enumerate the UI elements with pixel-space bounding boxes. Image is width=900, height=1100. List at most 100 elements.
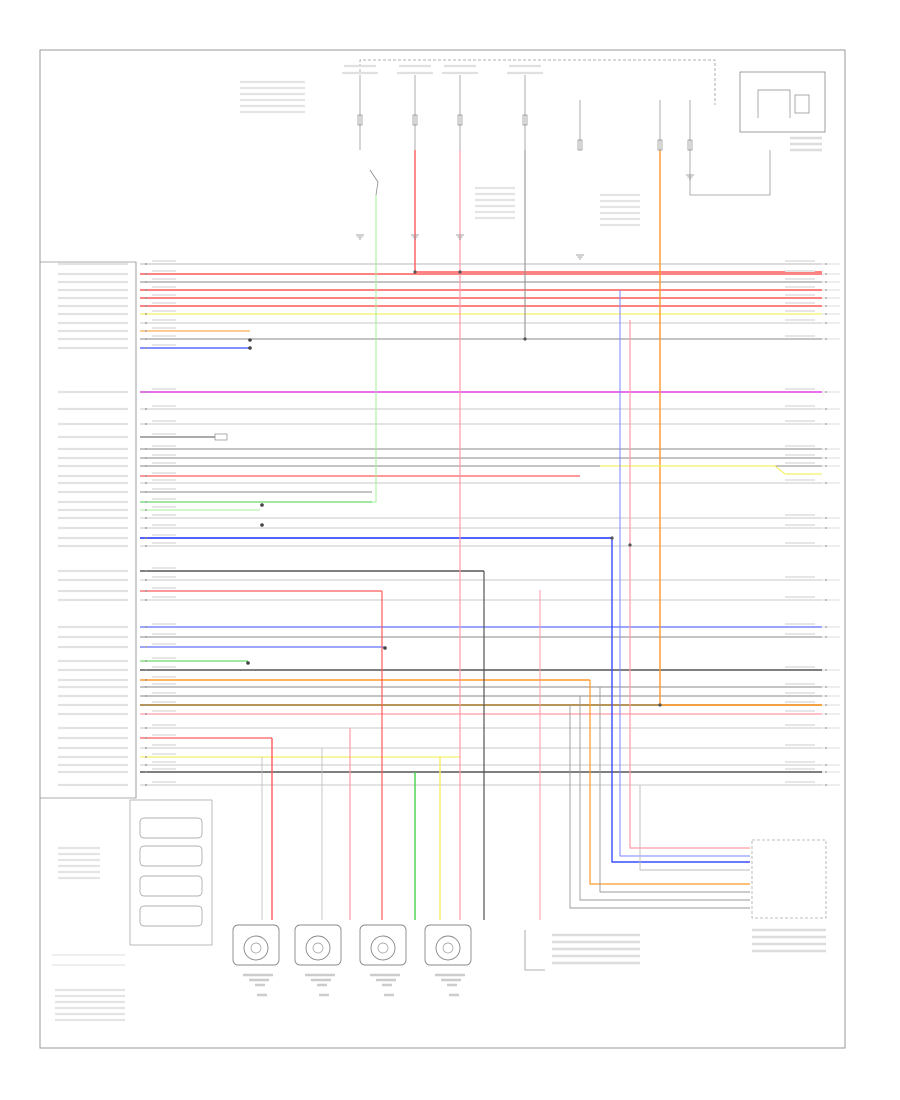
pin-dot	[145, 391, 147, 393]
terminal-dot	[825, 545, 827, 547]
module-link-wire	[611, 538, 750, 863]
connector-bracket	[524, 930, 545, 971]
pin-dot	[145, 465, 147, 467]
fuse-icon	[357, 114, 363, 126]
sensor-body	[232, 924, 280, 966]
fuse-icon	[412, 114, 418, 126]
switch-button	[139, 905, 203, 927]
control-module-box	[39, 261, 137, 799]
splice-dot	[413, 270, 417, 274]
terminal-dot	[825, 727, 827, 729]
pin-dot	[145, 436, 147, 438]
fuse-icon	[522, 114, 528, 126]
diagram-frame	[39, 49, 846, 1049]
terminal-dot	[825, 764, 827, 766]
pin-dot	[145, 626, 147, 628]
pin-dot	[145, 517, 147, 519]
terminal-dot	[825, 322, 827, 324]
module-link-wire	[619, 290, 750, 857]
sensor-core	[377, 942, 389, 954]
terminal-dot	[825, 599, 827, 601]
pin-dot	[145, 457, 147, 459]
switch-button	[139, 875, 203, 897]
terminal-dot	[825, 289, 827, 291]
terminal-dot	[825, 771, 827, 773]
fuse-icon	[457, 114, 463, 126]
terminal-dot	[825, 686, 827, 688]
pin-dot	[145, 579, 147, 581]
ground-symbol	[456, 234, 464, 240]
pin-dot	[145, 482, 147, 484]
pin-dot	[145, 322, 147, 324]
wire-layer	[140, 59, 840, 920]
terminal-dot	[825, 338, 827, 340]
pin-dot	[145, 289, 147, 291]
pin-dot	[145, 570, 147, 572]
pin-dot	[145, 686, 147, 688]
sensor-core	[442, 942, 454, 954]
splice-dot	[610, 536, 614, 540]
terminal-dot	[825, 704, 827, 706]
pin-dot	[145, 263, 147, 265]
pin-dot	[145, 764, 147, 766]
component-layer	[39, 71, 827, 997]
step-wire	[600, 465, 822, 475]
pin-dot	[145, 599, 147, 601]
fuse-icon	[577, 139, 583, 151]
terminal-dot	[825, 281, 827, 283]
ground-symbol	[576, 254, 584, 260]
pin-dot	[145, 408, 147, 410]
pin-dot	[145, 305, 147, 307]
label-layer	[55, 64, 815, 1022]
terminal-dot	[825, 527, 827, 529]
sensor-core	[250, 942, 262, 954]
terminal-dot	[825, 784, 827, 786]
connector-marker	[248, 346, 252, 350]
sensor-coil	[435, 935, 461, 961]
pin-dot	[145, 737, 147, 739]
connector-marker	[260, 523, 264, 527]
splice-dot	[458, 270, 462, 274]
terminal-dot	[825, 747, 827, 749]
pin-dot	[145, 537, 147, 539]
pin-dot	[145, 448, 147, 450]
sensor-coil	[243, 935, 269, 961]
module-link-wire	[569, 705, 750, 909]
switch-button	[139, 845, 203, 867]
pin-dot	[145, 636, 147, 638]
connector-marker	[246, 661, 250, 665]
fuse-output-wire	[524, 150, 822, 340]
terminal-dot	[825, 423, 827, 425]
pin-dot	[145, 347, 147, 349]
pin-dot	[145, 713, 147, 715]
pin-dot	[145, 784, 147, 786]
pin-dot	[145, 704, 147, 706]
pin-dot	[145, 756, 147, 758]
pin-dot	[145, 509, 147, 511]
suspension-module-box	[751, 839, 827, 919]
sensor-coil	[305, 935, 331, 961]
relay-coil	[794, 94, 810, 114]
connector-marker	[260, 503, 264, 507]
sensor-body	[424, 924, 472, 966]
ground-symbol	[686, 174, 694, 180]
terminal-dot	[825, 448, 827, 450]
module-link-wire	[579, 696, 750, 901]
fuse-icon	[687, 139, 693, 151]
splice-dot	[658, 703, 662, 707]
terminal-dot	[825, 579, 827, 581]
relay-box	[739, 71, 826, 133]
relay-contact	[757, 89, 791, 118]
terminal-dot	[825, 669, 827, 671]
brake-switch-icon	[369, 169, 379, 196]
terminal-dot	[825, 482, 827, 484]
module-link-wire	[639, 785, 750, 871]
terminal-dot	[825, 457, 827, 459]
terminal-dot	[825, 273, 827, 275]
terminal-dot	[825, 408, 827, 410]
sensor-body	[294, 924, 342, 966]
pin-dot	[145, 771, 147, 773]
pin-dot	[145, 423, 147, 425]
terminal-dot	[825, 636, 827, 638]
fuse-icon	[657, 139, 663, 151]
